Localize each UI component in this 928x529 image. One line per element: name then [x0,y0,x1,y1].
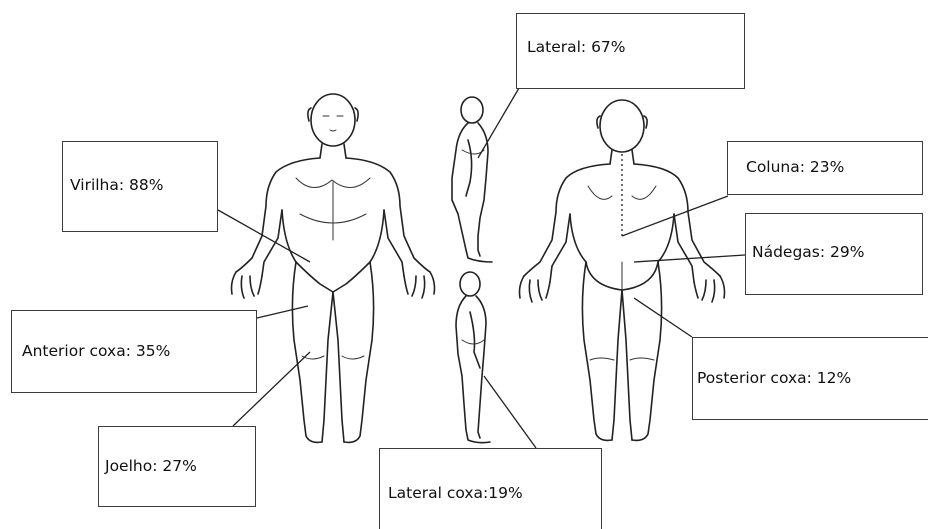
label-lateral: Lateral: 67% [516,13,745,89]
label-lateral-coxa: Lateral coxa:19% [379,448,602,529]
label-virilha-text: Virilha: 88% [70,176,163,194]
label-nadegas: Nádegas: 29% [745,213,923,295]
label-lateral-text: Lateral: 67% [527,38,626,56]
label-posterior-coxa: Posterior coxa: 12% [692,337,928,420]
label-posterior-coxa-text: Posterior coxa: 12% [697,369,851,387]
label-nadegas-text: Nádegas: 29% [752,243,864,261]
label-joelho: Joelho: 27% [98,426,256,507]
leader-line-lateral [478,88,519,158]
label-joelho-text: Joelho: 27% [105,457,197,475]
leader-line-anterior-coxa [257,306,308,318]
label-virilha: Virilha: 88% [62,141,218,232]
leader-line-lateral-coxa [484,376,536,448]
label-anterior-coxa-text: Anterior coxa: 35% [22,342,170,360]
side-body-figure-top [452,97,492,262]
label-lateral-coxa-text: Lateral coxa:19% [388,484,523,502]
leader-line-coluna [622,196,728,236]
leader-line-posterior-coxa [634,298,692,337]
side-body-figure-bottom [456,272,490,443]
label-anterior-coxa: Anterior coxa: 35% [11,310,257,393]
label-coluna: Coluna: 23% [727,141,923,195]
label-coluna-text: Coluna: 23% [746,158,844,176]
front-body-figure [232,94,435,442]
